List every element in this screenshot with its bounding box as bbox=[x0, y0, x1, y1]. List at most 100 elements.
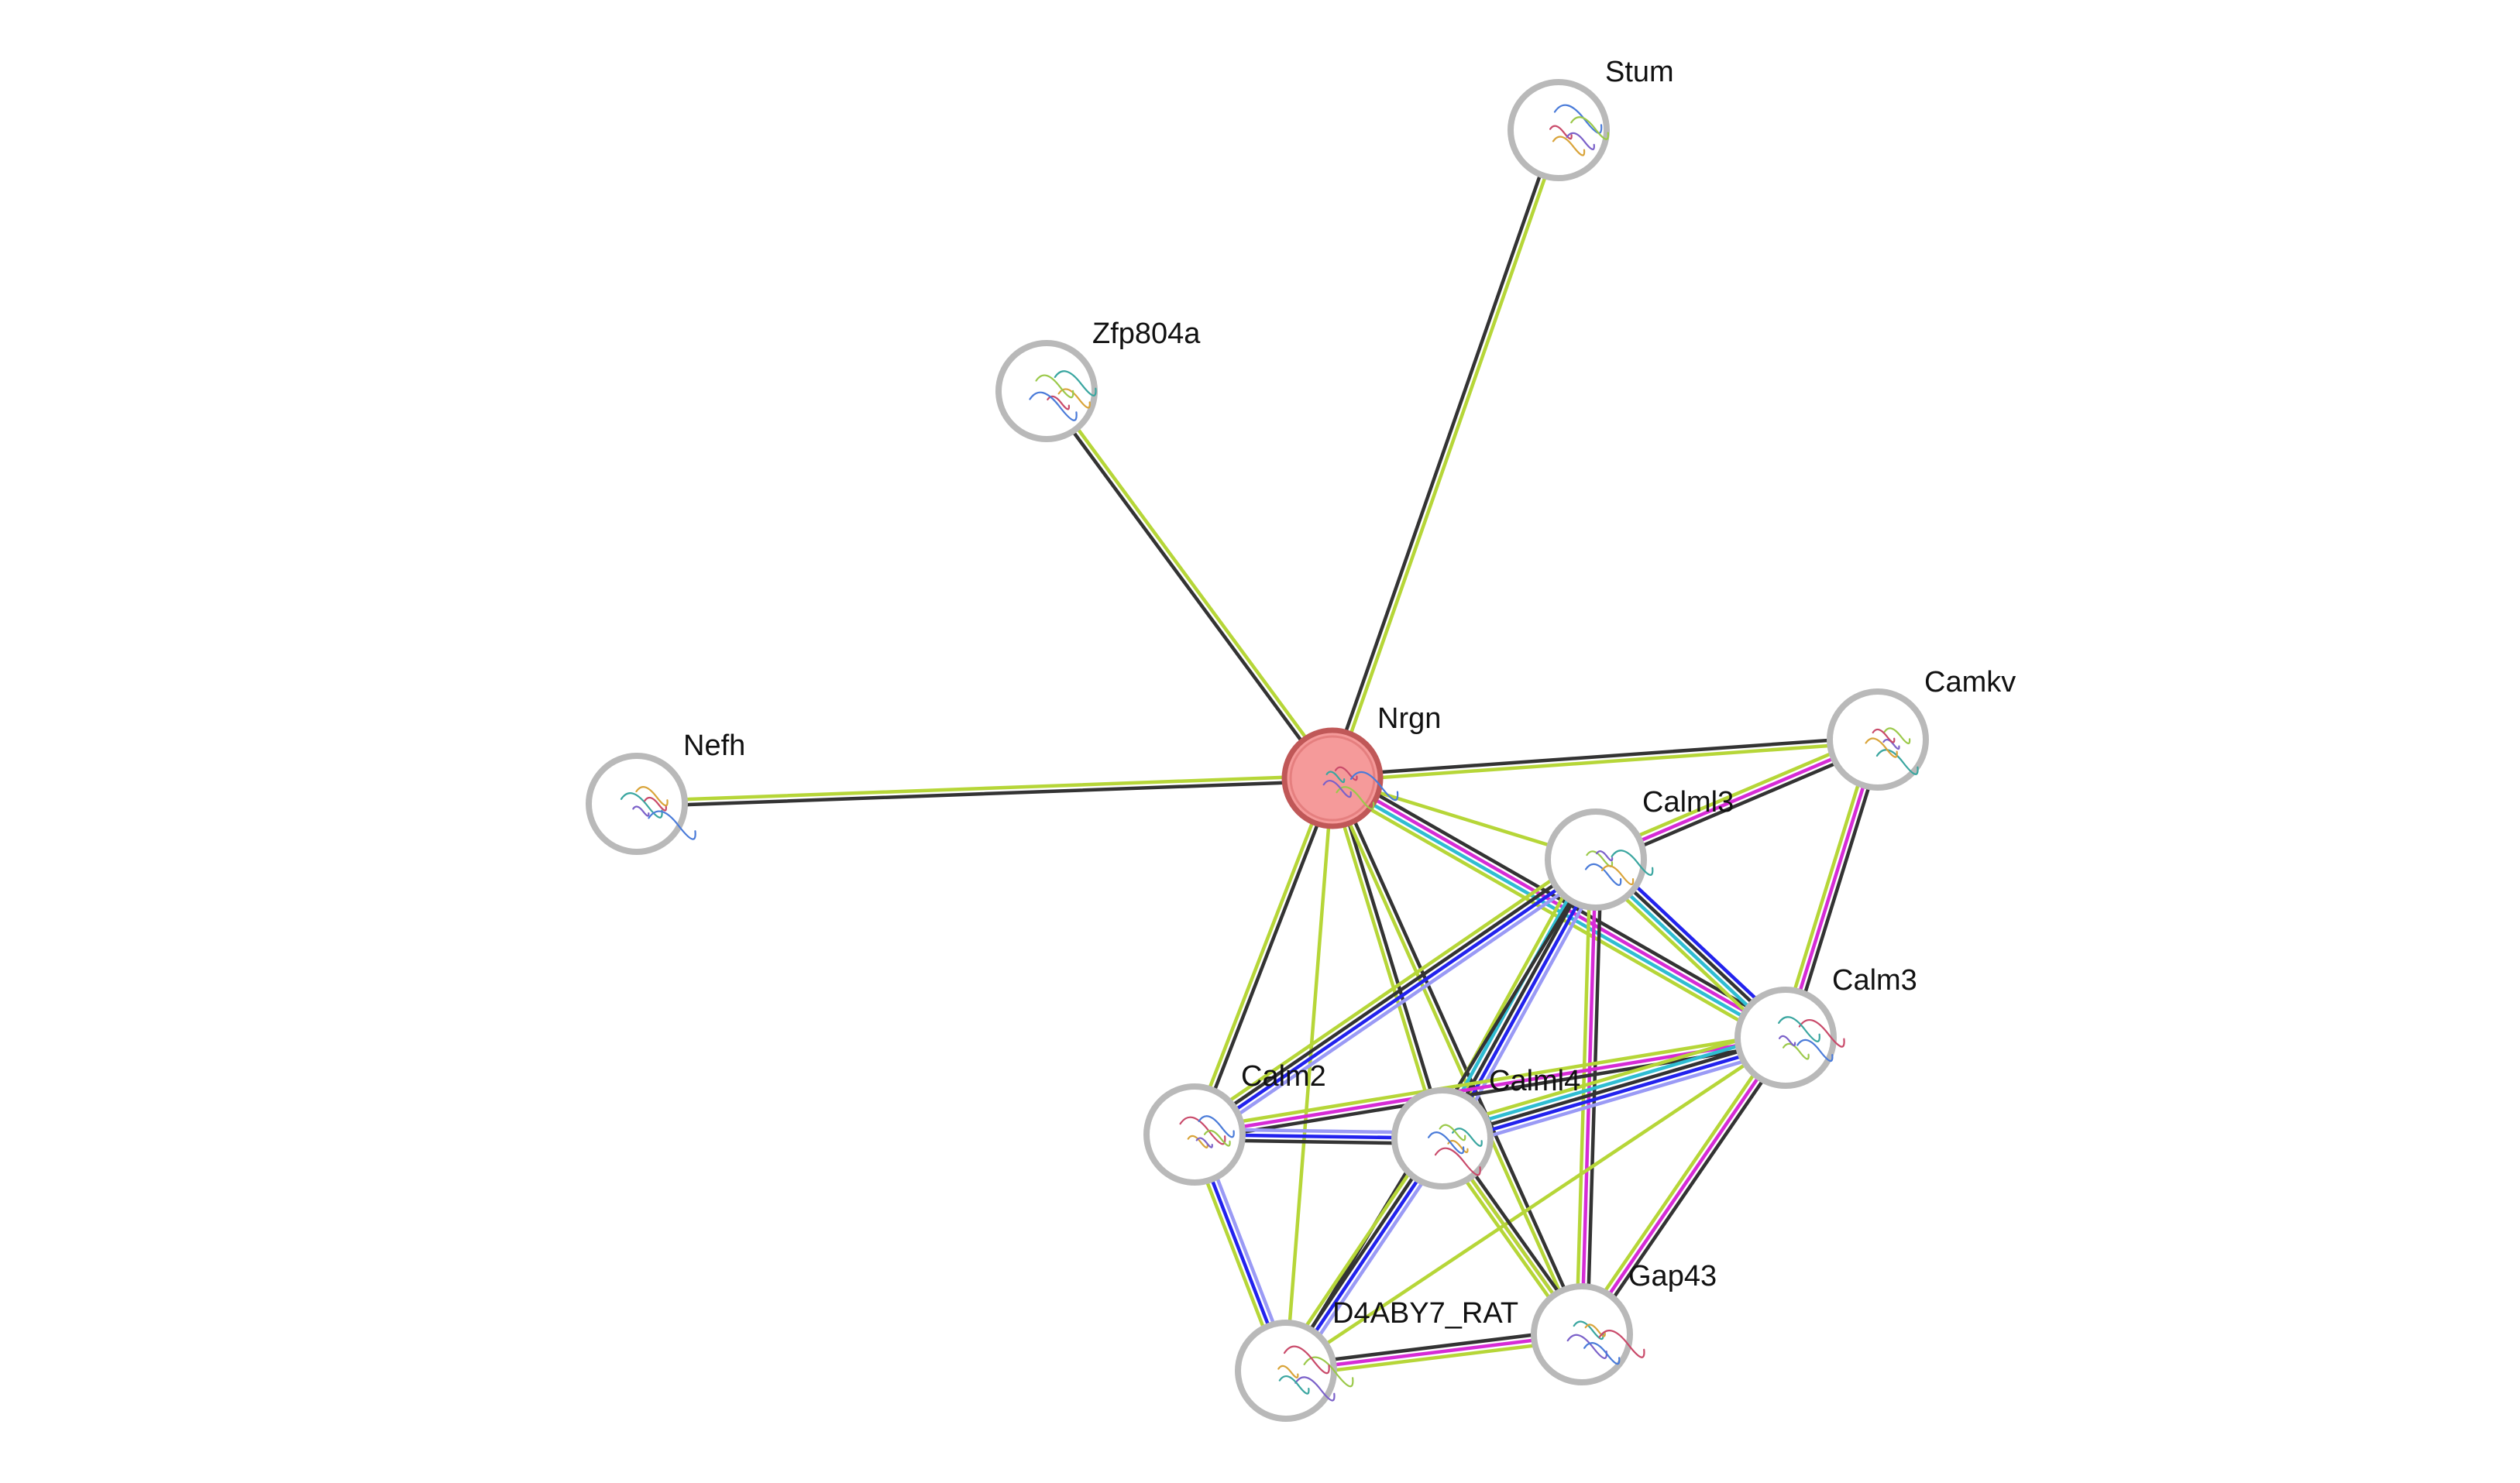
edge-nrgn-d4aby7_rat[interactable] bbox=[1284, 776, 1335, 1373]
structure-glyph bbox=[1583, 1342, 1621, 1365]
node-label-calm2: Calm2 bbox=[1241, 1060, 1326, 1093]
node-calml4[interactable] bbox=[1391, 1087, 1494, 1189]
edge-line-text_mining bbox=[1592, 733, 1878, 857]
node-label-nrgn: Nrgn bbox=[1377, 702, 1441, 735]
edge-line-coexpression bbox=[1328, 127, 1558, 780]
structure-glyph bbox=[1029, 391, 1078, 421]
structure-glyph bbox=[1872, 728, 1896, 743]
edge-calml3-calm2[interactable] bbox=[1188, 851, 1603, 1143]
nodes-layer bbox=[586, 79, 1929, 1422]
query-node-circle bbox=[1281, 727, 1384, 829]
edge-line-homology_light bbox=[1450, 863, 1607, 1145]
edge-line-coexpression bbox=[1585, 857, 1604, 1337]
structure-glyph bbox=[1778, 1016, 1820, 1042]
edge-line-coexpression bbox=[1330, 735, 1880, 778]
node-calm3[interactable] bbox=[1734, 987, 1845, 1089]
structure-glyph bbox=[1566, 1334, 1607, 1359]
structure-glyph bbox=[1447, 1139, 1469, 1154]
structure-glyph bbox=[1434, 1147, 1481, 1176]
structure-glyph bbox=[1336, 786, 1375, 810]
structure-glyph bbox=[1798, 1019, 1845, 1048]
structure-glyph bbox=[1600, 864, 1635, 885]
edge-line-coexpression bbox=[1191, 855, 1597, 1135]
node-label-stum: Stum bbox=[1605, 56, 1674, 88]
node-label-nefh: Nefh bbox=[683, 729, 745, 762]
structure-glyph bbox=[1203, 1129, 1231, 1147]
edge-nrgn-stum[interactable] bbox=[1328, 127, 1563, 781]
edge-line-coexpression bbox=[1333, 775, 1447, 1140]
node-camkv[interactable] bbox=[1827, 688, 1929, 791]
node-calm2[interactable] bbox=[1143, 1083, 1246, 1186]
edges-layer bbox=[634, 127, 1885, 1378]
edge-calm3-gap43[interactable] bbox=[1575, 1032, 1793, 1340]
edge-line-text_mining bbox=[1779, 736, 1875, 1038]
edge-line-coexpression bbox=[1440, 857, 1598, 1141]
node-label-d4aby7-rat: D4ABY7_RAT bbox=[1332, 1297, 1518, 1330]
edge-line-coexpression bbox=[1789, 739, 1885, 1042]
node-stum[interactable] bbox=[1508, 79, 1610, 181]
edge-nrgn-calm2[interactable] bbox=[1190, 775, 1337, 1138]
structure-glyph bbox=[1570, 116, 1610, 140]
edge-line-homology bbox=[1442, 1041, 1789, 1145]
edge-line-coexpression bbox=[1195, 778, 1337, 1138]
node-circle bbox=[1143, 1083, 1246, 1186]
structure-glyph bbox=[1796, 1038, 1834, 1062]
node-gap43[interactable] bbox=[1531, 1283, 1645, 1385]
node-d4aby7-rat[interactable] bbox=[1235, 1320, 1354, 1422]
edge-line-text_mining bbox=[1328, 777, 1442, 1141]
node-nefh[interactable] bbox=[586, 753, 696, 855]
structure-glyph bbox=[1294, 1376, 1336, 1402]
node-zfp804a[interactable] bbox=[995, 340, 1098, 442]
structure-glyph bbox=[1549, 125, 1573, 140]
edge-line-experiments bbox=[1332, 774, 1789, 1038]
structure-glyph bbox=[1439, 1124, 1466, 1141]
structure-glyph bbox=[1552, 136, 1586, 156]
node-circle bbox=[995, 340, 1098, 442]
edge-line-text_mining bbox=[1437, 1025, 1785, 1130]
structure-glyph bbox=[1277, 1365, 1299, 1378]
structure-glyph bbox=[648, 810, 696, 840]
edge-nrgn-camkv[interactable] bbox=[1330, 735, 1880, 783]
structure-glyph bbox=[1875, 749, 1919, 775]
edge-line-text_mining bbox=[1328, 778, 1582, 1337]
edge-nrgn-nefh[interactable] bbox=[634, 774, 1335, 808]
structure-glyph bbox=[1882, 738, 1900, 750]
edge-line-coexpression bbox=[1440, 1035, 1788, 1141]
edge-calm3-d4aby7_rat[interactable] bbox=[1284, 1035, 1788, 1373]
node-label-zfp804a: Zfp804a bbox=[1092, 318, 1201, 350]
structure-glyph bbox=[1278, 1375, 1310, 1395]
edge-line-text_mining bbox=[1191, 1030, 1787, 1131]
node-calml3[interactable] bbox=[1545, 808, 1654, 911]
edge-nrgn-zfp804a[interactable] bbox=[1042, 387, 1337, 782]
structure-glyph bbox=[1198, 1115, 1235, 1138]
structure-glyph bbox=[1322, 780, 1352, 798]
node-label-gap43: Gap43 bbox=[1628, 1260, 1717, 1292]
edge-line-text_mining bbox=[1047, 387, 1337, 779]
edge-nrgn-calml4[interactable] bbox=[1328, 775, 1447, 1141]
edge-calm3-calml4[interactable] bbox=[1437, 1025, 1791, 1151]
edge-line-coexpression bbox=[1596, 743, 1882, 867]
edge-line-text_mining bbox=[634, 774, 1335, 803]
structure-glyph bbox=[1573, 1320, 1604, 1341]
edge-camkv-calm3[interactable] bbox=[1779, 736, 1885, 1042]
node-circle bbox=[1545, 808, 1647, 911]
structure-glyph bbox=[632, 805, 650, 817]
structure-glyph bbox=[1596, 850, 1614, 862]
edge-nrgn-gap43[interactable] bbox=[1328, 775, 1587, 1337]
edge-line-text_mining bbox=[1188, 851, 1593, 1130]
structure-glyph bbox=[1427, 1131, 1465, 1155]
structure-glyph bbox=[1883, 727, 1911, 744]
structure-glyph bbox=[1195, 1137, 1213, 1148]
node-nrgn[interactable] bbox=[1281, 727, 1399, 829]
structure-glyph bbox=[620, 792, 663, 819]
structure-glyph bbox=[1782, 1042, 1810, 1060]
structure-glyph bbox=[644, 796, 667, 812]
structure-glyph bbox=[1611, 850, 1654, 876]
structure-glyph bbox=[1584, 863, 1622, 886]
edge-line-text_mining bbox=[1326, 783, 1784, 1047]
edge-nrgn-calm3[interactable] bbox=[1326, 769, 1792, 1047]
node-label-calml3: Calml3 bbox=[1642, 786, 1734, 819]
structure-glyph bbox=[1035, 374, 1074, 399]
edge-line-coexpression bbox=[1042, 390, 1332, 782]
